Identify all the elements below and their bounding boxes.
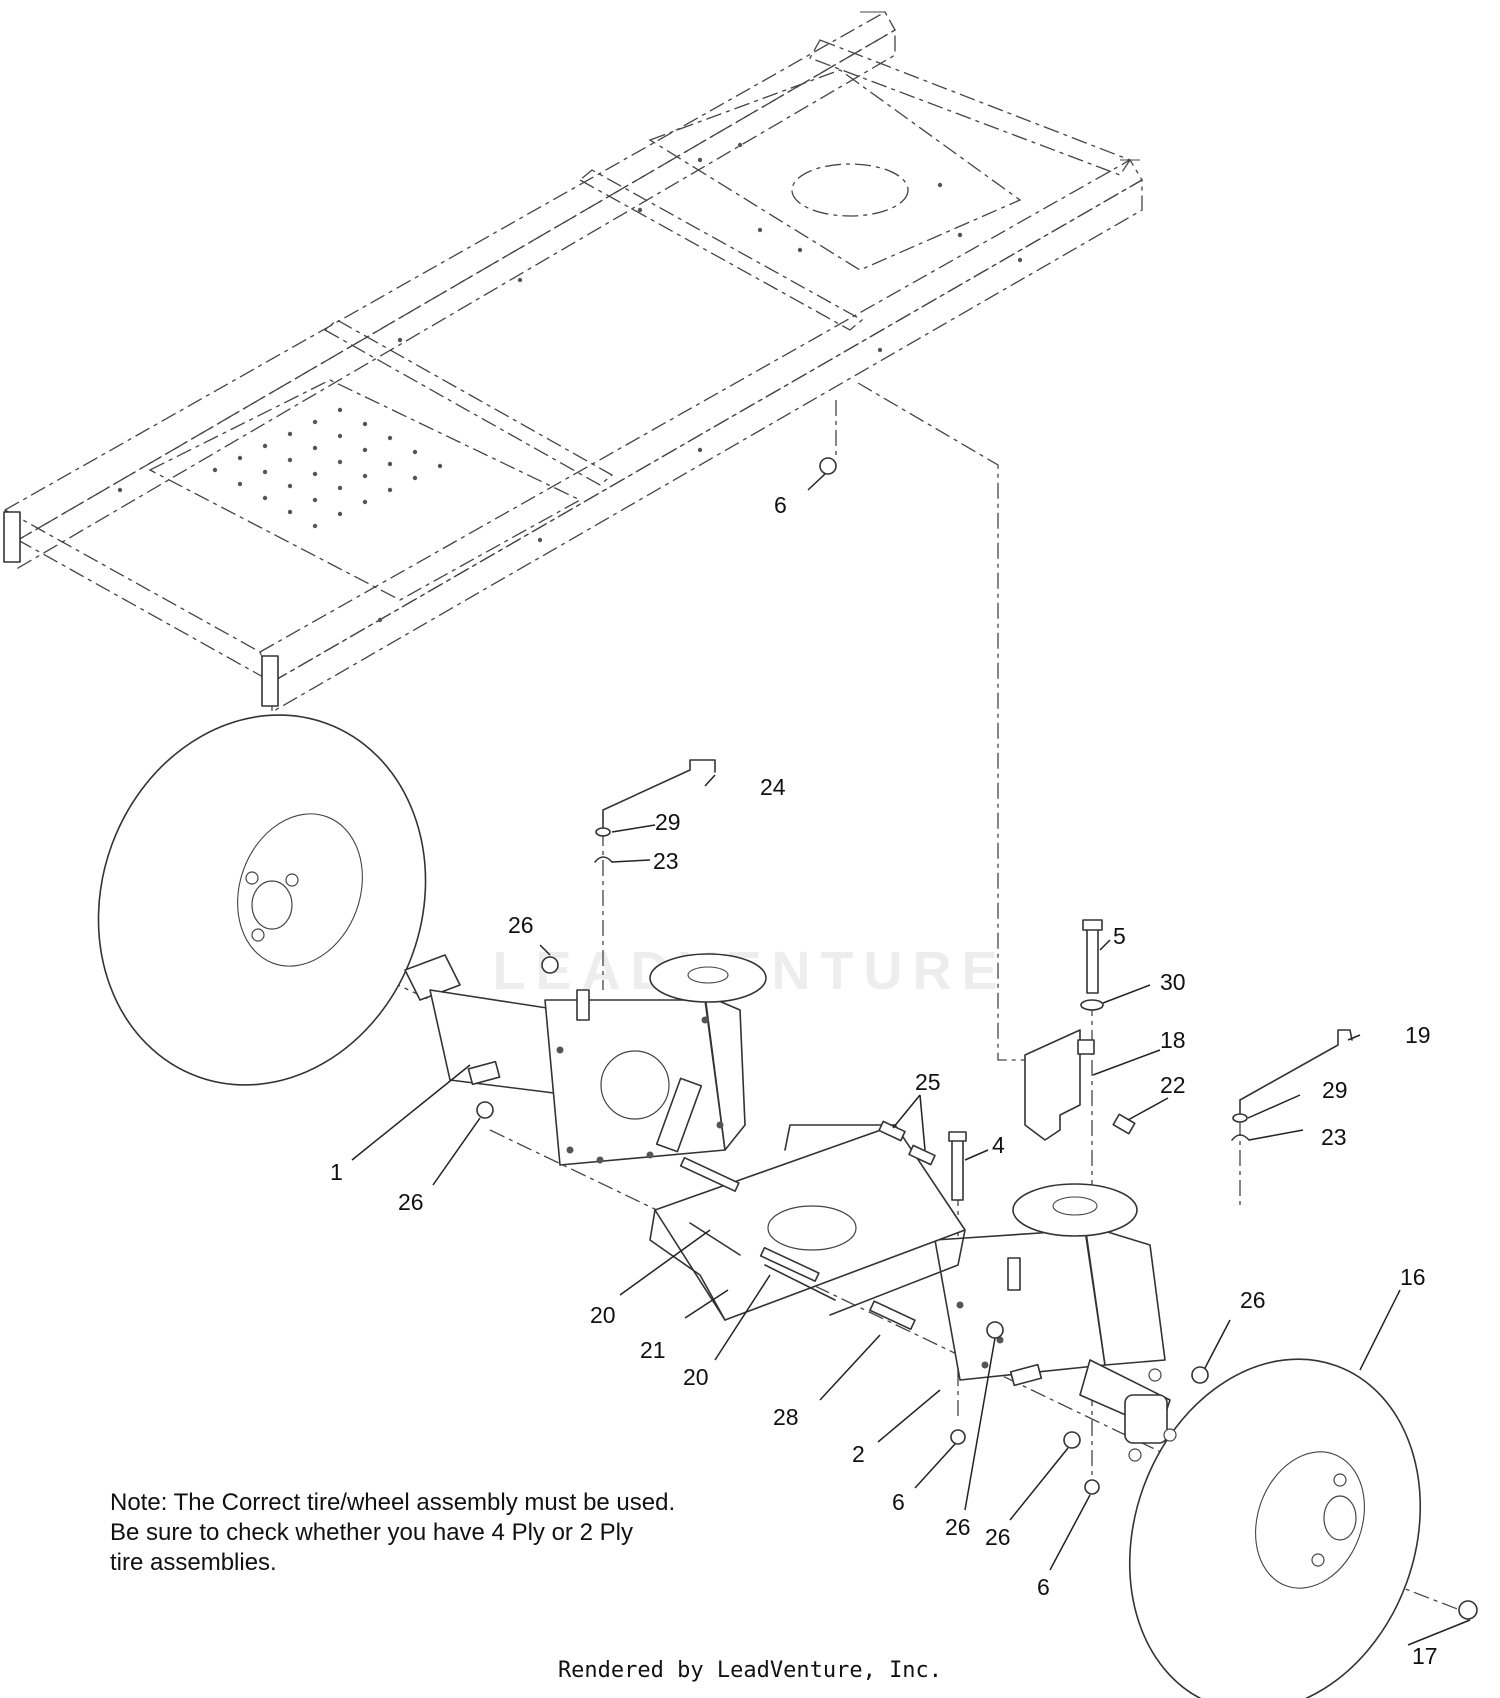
callout-26-upper-left: 26 (508, 912, 534, 938)
callout-26-lower-left: 26 (398, 1189, 424, 1215)
callout-29-right: 29 (1322, 1077, 1348, 1103)
note-line-2: Be sure to check whether you have 4 Ply … (110, 1519, 633, 1546)
left-transaxle (404, 953, 767, 1166)
callout-26-bottom-center: 26 (945, 1514, 971, 1540)
callout-20-left: 20 (590, 1302, 616, 1328)
callout-5: 5 (1113, 923, 1126, 949)
callout-6-frame: 6 (774, 492, 787, 518)
note-line-1: Note: The Correct tire/wheel assembly mu… (110, 1489, 676, 1516)
callout-4: 4 (992, 1132, 1005, 1158)
callout-24: 24 (760, 774, 786, 800)
fasteners (476, 457, 1478, 1620)
callout-2: 2 (852, 1441, 865, 1467)
callout-23-right: 23 (1321, 1124, 1347, 1150)
note-line-3: tire assemblies. (110, 1549, 277, 1576)
callout-17: 17 (1412, 1643, 1438, 1669)
callout-1: 1 (330, 1159, 343, 1185)
tire-assembly-note: Note: The Correct tire/wheel assembly mu… (110, 1488, 790, 1578)
callout-19: 19 (1405, 1022, 1431, 1048)
left-tire (97, 714, 427, 1086)
callout-29-left: 29 (655, 809, 681, 835)
right-tire (1128, 1358, 1422, 1698)
callout-26-bottom-right: 26 (985, 1524, 1011, 1550)
callout-28: 28 (773, 1404, 799, 1430)
callout-18: 18 (1160, 1027, 1186, 1053)
callout-23-left: 23 (653, 848, 679, 874)
callout-21: 21 (640, 1337, 666, 1363)
callout-20-right: 20 (683, 1364, 709, 1390)
callout-26-right: 26 (1240, 1287, 1266, 1313)
callout-6-lower-left: 6 (892, 1489, 905, 1515)
center-bracket (649, 1124, 966, 1321)
rendered-by-footer: Rendered by LeadVenture, Inc. (557, 1658, 943, 1683)
callout-6-lower-right: 6 (1037, 1574, 1050, 1600)
right-transaxle (934, 1183, 1177, 1462)
callout-16: 16 (1400, 1264, 1426, 1290)
callout-30: 30 (1160, 969, 1186, 995)
frame-hole-pattern (117, 142, 1023, 623)
callout-25: 25 (915, 1069, 941, 1095)
leader-lines (351, 473, 1471, 1646)
chassis-frame (3, 11, 1143, 714)
callout-labels: 1 2 4 5 6 6 6 16 17 18 19 20 20 21 22 23… (330, 492, 1438, 1669)
callout-22: 22 (1160, 1072, 1186, 1098)
